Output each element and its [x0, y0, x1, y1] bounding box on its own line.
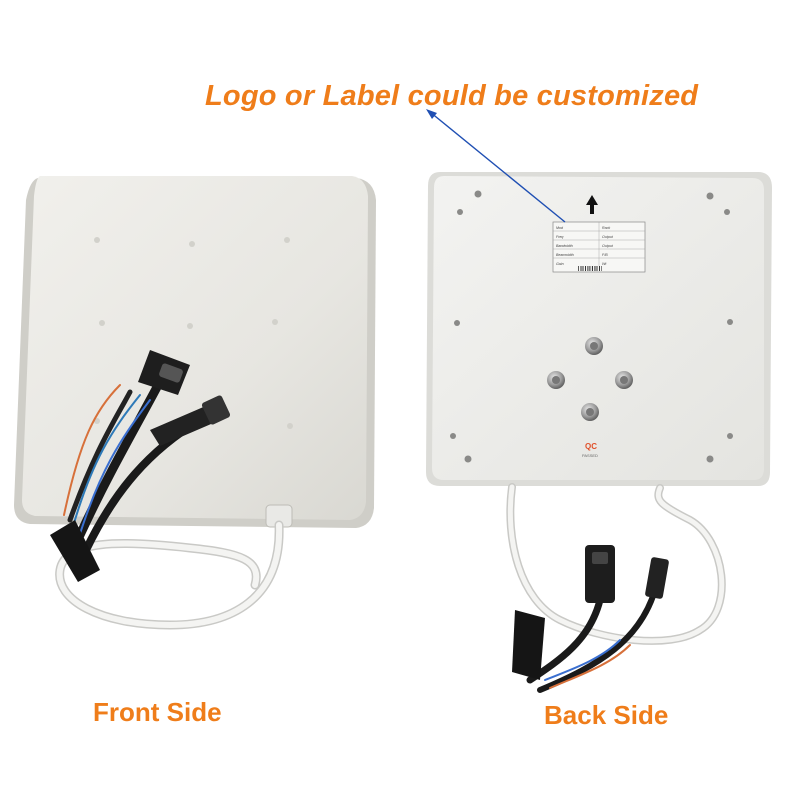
label-cell-3-1: F/B [602, 253, 608, 257]
pointer-arrow [426, 109, 566, 223]
front-cable-bundle [50, 520, 100, 582]
label-cell-3-0: Beamwidth [556, 253, 574, 257]
label-cell-0-1: Rack [602, 226, 610, 230]
front-white-cable [55, 520, 284, 630]
qc-status: PASSED [582, 453, 598, 458]
headline-caption: Logo or Label could be customized [205, 80, 699, 112]
back-m12-connector [645, 557, 669, 599]
qc-passed-badge: QC PASSED [582, 442, 598, 458]
front-side-caption: Front Side [93, 697, 222, 727]
label-cell-4-1: Wt [602, 262, 607, 266]
back-antenna: Mod Rack Freq Output Bandwidth Output Be… [426, 172, 772, 486]
back-db9-connector [585, 545, 615, 603]
back-white-cable [506, 483, 726, 645]
back-label-sticker: Mod Rack Freq Output Bandwidth Output Be… [552, 221, 646, 273]
back-side-caption: Back Side [544, 700, 669, 730]
back-screws [450, 190, 733, 463]
back-cable-bundle [512, 610, 545, 680]
label-cell-1-1: Output [602, 235, 614, 239]
label-cell-1-0: Freq [556, 235, 563, 239]
front-m12-connector [150, 395, 231, 446]
up-arrow-icon [586, 195, 598, 214]
label-cell-2-0: Bandwidth [556, 244, 573, 248]
front-antenna [14, 176, 376, 528]
label-cell-2-1: Output [602, 244, 614, 248]
barcode-icon [578, 266, 602, 271]
back-n-connectors [547, 337, 633, 421]
qc-mark: QC [585, 442, 597, 451]
front-dimples [94, 237, 293, 429]
label-cell-0-0: Mod [556, 226, 564, 230]
label-cell-4-0: Gain [556, 262, 564, 266]
front-db9-connector [138, 350, 190, 395]
